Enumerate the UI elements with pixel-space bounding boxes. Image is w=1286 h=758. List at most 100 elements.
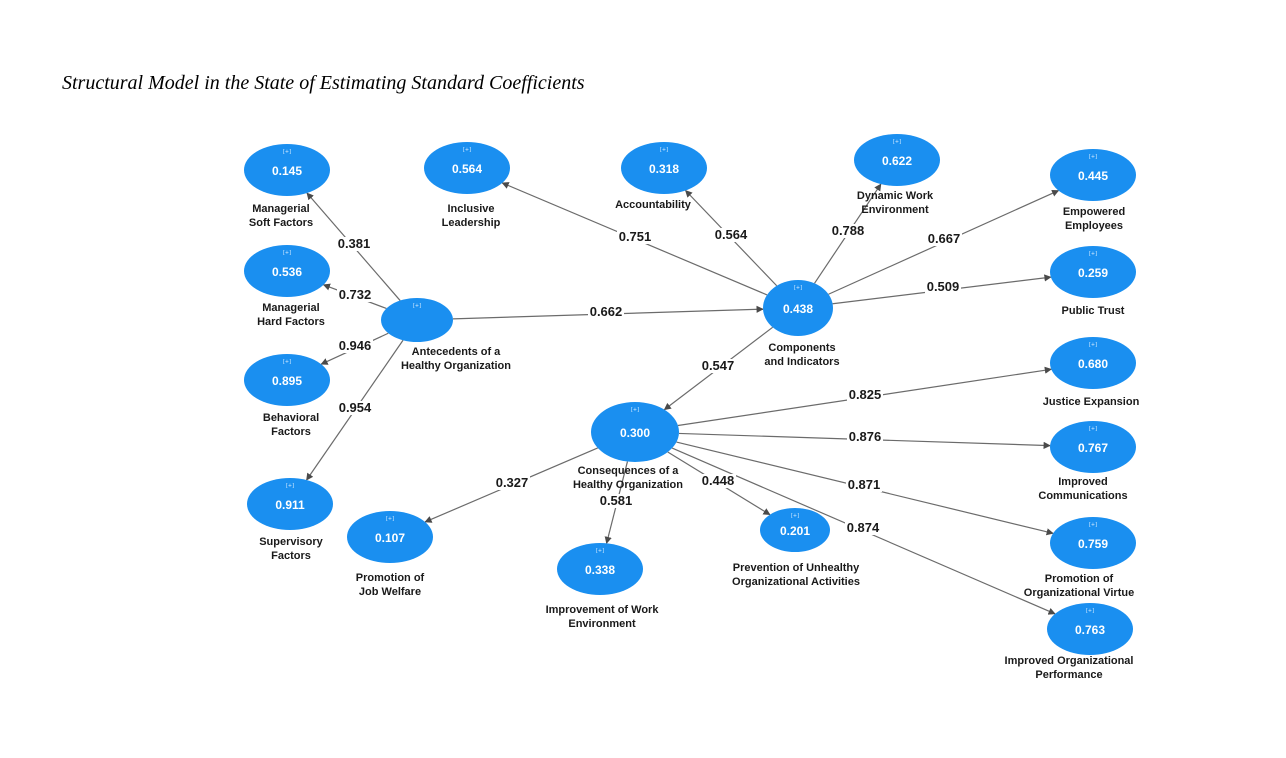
construct-ellipse[interactable]: [557, 543, 643, 595]
expand-badge-icon[interactable]: [+]: [1089, 342, 1097, 348]
r-squared-value: 0.259: [1078, 266, 1108, 280]
construct-label: Factors: [271, 426, 311, 438]
expand-badge-icon[interactable]: [+]: [283, 149, 291, 155]
construct-label: Managerial: [252, 203, 309, 215]
construct-ellipse[interactable]: [244, 144, 330, 196]
r-squared-value: 0.338: [585, 563, 615, 577]
construct-ellipse[interactable]: [244, 354, 330, 406]
path-coefficient-consequences-to-work_env: 0.581: [598, 493, 634, 508]
coefficient-value: 0.667: [928, 231, 961, 246]
construct-ellipse[interactable]: [591, 402, 679, 462]
construct-ellipse[interactable]: [621, 142, 707, 194]
path-coefficient-components-to-consequences: 0.547: [700, 358, 736, 373]
expand-badge-icon[interactable]: [+]: [596, 548, 604, 554]
construct-label: Environment: [568, 618, 636, 630]
construct-label: Behavioral: [263, 412, 319, 424]
r-squared-value: 0.145: [272, 164, 302, 178]
construct-ellipse[interactable]: [244, 245, 330, 297]
expand-badge-icon[interactable]: [+]: [283, 359, 291, 365]
construct-ellipse[interactable]: [1050, 517, 1136, 569]
construct-ellipse[interactable]: [1047, 603, 1133, 655]
r-squared-value: 0.107: [375, 531, 405, 545]
construct-label: Antecedents of a: [412, 346, 502, 358]
r-squared-value: 0.564: [452, 162, 482, 176]
construct-ellipse[interactable]: [1050, 337, 1136, 389]
figure-title: Structural Model in the State of Estimat…: [62, 72, 585, 94]
construct-ellipse[interactable]: [381, 298, 453, 342]
coefficient-value: 0.581: [600, 493, 633, 508]
r-squared-value: 0.767: [1078, 441, 1108, 455]
construct-label: Healthy Organization: [401, 360, 511, 372]
construct-node-antecedents[interactable]: [+] Antecedents of a Healthy Organization: [381, 298, 511, 372]
construct-label: Accountability: [615, 199, 692, 211]
expand-badge-icon[interactable]: [+]: [631, 407, 639, 413]
construct-ellipse[interactable]: [347, 511, 433, 563]
r-squared-value: 0.300: [620, 426, 650, 440]
coefficient-value: 0.448: [702, 473, 735, 488]
construct-ellipse[interactable]: [424, 142, 510, 194]
construct-ellipse[interactable]: [1050, 421, 1136, 473]
path-coefficient-consequences-to-virtue: 0.871: [846, 477, 882, 492]
expand-badge-icon[interactable]: [+]: [283, 250, 291, 256]
expand-badge-icon[interactable]: [+]: [1089, 522, 1097, 528]
construct-label: Justice Expansion: [1043, 396, 1140, 408]
expand-badge-icon[interactable]: [+]: [386, 516, 394, 522]
coefficient-value: 0.547: [702, 358, 735, 373]
construct-ellipse[interactable]: [763, 280, 833, 336]
path-coefficient-consequences-to-job_welfare: 0.327: [494, 475, 530, 490]
expand-badge-icon[interactable]: [+]: [1089, 426, 1097, 432]
construct-label: Dynamic Work: [857, 190, 934, 202]
construct-label: Organizational Activities: [732, 576, 860, 588]
expand-badge-icon[interactable]: [+]: [463, 147, 471, 153]
expand-badge-icon[interactable]: [+]: [1086, 608, 1094, 614]
construct-label: Hard Factors: [257, 316, 325, 328]
construct-label: Improvement of Work: [546, 604, 660, 616]
expand-badge-icon[interactable]: [+]: [791, 513, 799, 519]
construct-label: Inclusive: [447, 203, 494, 215]
r-squared-value: 0.201: [780, 524, 810, 538]
path-coefficient-components-to-public_trust: 0.509: [925, 279, 961, 294]
construct-ellipse[interactable]: [1050, 246, 1136, 298]
expand-badge-icon[interactable]: [+]: [660, 147, 668, 153]
construct-label: Leadership: [442, 217, 501, 229]
r-squared-value: 0.318: [649, 162, 679, 176]
expand-badge-icon[interactable]: [+]: [1089, 251, 1097, 257]
construct-ellipse[interactable]: [1050, 149, 1136, 201]
expand-badge-icon[interactable]: [+]: [413, 303, 421, 309]
expand-badge-icon[interactable]: [+]: [1089, 154, 1097, 160]
expand-badge-icon[interactable]: [+]: [893, 139, 901, 145]
construct-ellipse[interactable]: [247, 478, 333, 530]
path-coefficient-antecedents-to-managerial_soft: 0.381: [336, 236, 372, 251]
coefficient-value: 0.954: [339, 400, 372, 415]
path-coefficient-components-to-accountability: 0.564: [713, 227, 749, 242]
coefficient-value: 0.381: [338, 236, 371, 251]
coefficient-value: 0.732: [339, 287, 372, 302]
construct-ellipse[interactable]: [854, 134, 940, 186]
expand-badge-icon[interactable]: [+]: [794, 285, 802, 291]
path-coefficient-components-to-dynamic: 0.788: [830, 223, 866, 238]
expand-badge-icon[interactable]: [+]: [286, 483, 294, 489]
r-squared-value: 0.763: [1075, 623, 1105, 637]
construct-ellipse[interactable]: [760, 508, 830, 552]
path-coefficient-antecedents-to-managerial_hard: 0.732: [337, 287, 373, 302]
construct-label: Performance: [1035, 669, 1102, 681]
